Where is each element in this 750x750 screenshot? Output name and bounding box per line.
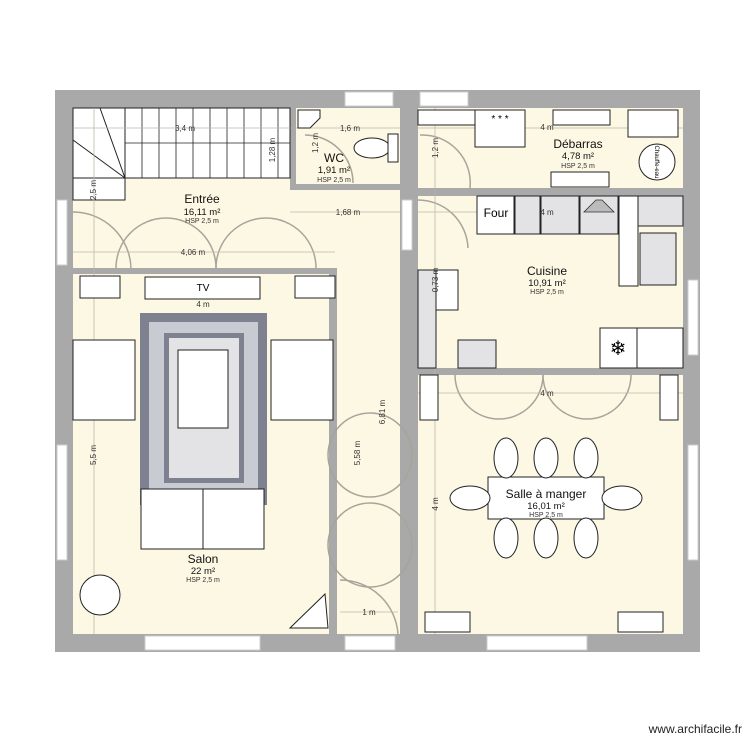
svg-text:3,4 m: 3,4 m bbox=[175, 124, 195, 133]
svg-text:Débarras: Débarras bbox=[553, 137, 602, 151]
bookshelf bbox=[659, 374, 679, 421]
water-heater-label: Chauffe-eau bbox=[653, 146, 659, 179]
room-label-salle-a-manger: Salle à manger 16,01 m² HSP 2,5 m bbox=[506, 487, 587, 519]
coffee-table bbox=[177, 349, 229, 429]
svg-text:1,28 m: 1,28 m bbox=[268, 137, 277, 162]
plant-icon bbox=[79, 574, 121, 616]
chair bbox=[449, 485, 491, 511]
watermark: www.archifacile.fr bbox=[648, 722, 742, 736]
bookshelf bbox=[294, 275, 336, 299]
svg-text:Entrée: Entrée bbox=[184, 192, 220, 206]
room-label-entree: Entrée 16,11 m² HSP 2,5 m bbox=[184, 192, 221, 225]
tv-label: TV bbox=[197, 283, 210, 294]
svg-text:4,06 m: 4,06 m bbox=[181, 248, 206, 257]
svg-text:1,91 m²: 1,91 m² bbox=[318, 165, 350, 176]
svg-text:4 m: 4 m bbox=[431, 497, 440, 511]
svg-text:* * *: * * * bbox=[491, 114, 508, 125]
chair bbox=[573, 437, 599, 479]
svg-text:Salle à manger: Salle à manger bbox=[506, 487, 587, 501]
kitchen-furniture: ❄ bbox=[417, 195, 684, 369]
room-label-salon: Salon 22 m² HSP 2,5 m bbox=[186, 552, 220, 584]
svg-text:22 m²: 22 m² bbox=[191, 566, 215, 577]
room-label-cuisine: Cuisine 10,91 m² HSP 2,5 m bbox=[527, 264, 567, 296]
svg-text:1,2 m: 1,2 m bbox=[311, 133, 320, 153]
svg-text:5,5 m: 5,5 m bbox=[89, 445, 98, 465]
bookshelf bbox=[424, 611, 471, 633]
staircase[interactable] bbox=[72, 107, 291, 201]
svg-text:Salon: Salon bbox=[188, 552, 219, 566]
svg-text:HSP 2,5 m: HSP 2,5 m bbox=[561, 163, 595, 170]
svg-text:5,58 m: 5,58 m bbox=[353, 440, 362, 465]
svg-text:HSP 2,5 m: HSP 2,5 m bbox=[529, 512, 563, 519]
salon-furniture bbox=[72, 275, 679, 633]
svg-text:1,2 m: 1,2 m bbox=[431, 138, 440, 158]
dining-furniture bbox=[449, 437, 643, 559]
debarras-furniture: * * * bbox=[417, 109, 679, 188]
tv-stand bbox=[144, 276, 261, 300]
chair bbox=[533, 517, 559, 559]
oven-label: Four bbox=[484, 206, 509, 220]
sofa-right bbox=[270, 339, 334, 421]
room-label-debarras: Débarras 4,78 m² HSP 2,5 m bbox=[553, 137, 602, 170]
svg-text:❄: ❄ bbox=[610, 338, 627, 360]
chair bbox=[573, 517, 599, 559]
svg-text:16,01 m²: 16,01 m² bbox=[527, 501, 565, 512]
sink-icon bbox=[639, 232, 677, 286]
svg-text:16,11 m²: 16,11 m² bbox=[184, 207, 221, 218]
svg-text:HSP 2,5 m: HSP 2,5 m bbox=[185, 218, 219, 225]
chair bbox=[493, 517, 519, 559]
svg-text:4,78 m²: 4,78 m² bbox=[562, 151, 594, 162]
sofa-left bbox=[72, 339, 136, 421]
svg-text:1 m: 1 m bbox=[362, 608, 376, 617]
windows bbox=[56, 91, 699, 651]
wc-fixtures bbox=[297, 109, 399, 163]
freezer-icon bbox=[599, 327, 638, 369]
svg-text:Cuisine: Cuisine bbox=[527, 264, 567, 278]
bookshelf bbox=[419, 374, 439, 421]
svg-text:4 m: 4 m bbox=[196, 300, 210, 309]
svg-text:6,81 m: 6,81 m bbox=[378, 399, 387, 424]
svg-text:WC: WC bbox=[324, 151, 344, 165]
chair bbox=[493, 437, 519, 479]
room-label-wc: WC 1,91 m² HSP 2,5 m bbox=[317, 151, 351, 184]
bookshelf bbox=[79, 275, 121, 299]
svg-text:4 m: 4 m bbox=[540, 123, 554, 132]
svg-text:1,68 m: 1,68 m bbox=[336, 208, 361, 217]
chair bbox=[601, 485, 643, 511]
door-swings bbox=[72, 134, 632, 635]
svg-text:10,91 m²: 10,91 m² bbox=[528, 278, 566, 289]
bookshelf bbox=[617, 611, 664, 633]
dimension-labels: 3,4 m 1,6 m 1,2 m 1,28 m 2,5 m 1,68 m 4,… bbox=[89, 123, 554, 617]
chair bbox=[533, 437, 559, 479]
svg-text:HSP 2,5 m: HSP 2,5 m bbox=[186, 577, 220, 584]
svg-text:HSP 2,5 m: HSP 2,5 m bbox=[530, 289, 564, 296]
svg-text:1,6 m: 1,6 m bbox=[340, 124, 360, 133]
svg-text:2,5 m: 2,5 m bbox=[89, 180, 98, 200]
water-heater-icon bbox=[638, 143, 676, 181]
svg-text:HSP 2,5 m: HSP 2,5 m bbox=[317, 177, 351, 184]
svg-text:4 m: 4 m bbox=[540, 389, 554, 398]
svg-text:4 m: 4 m bbox=[540, 208, 554, 217]
svg-text:0,73 m: 0,73 m bbox=[431, 267, 440, 292]
